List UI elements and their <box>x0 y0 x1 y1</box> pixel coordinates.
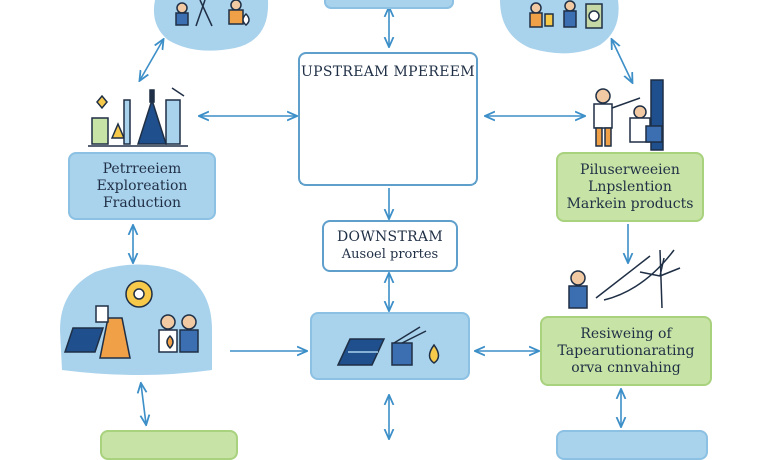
pilusr-line-2: Lnpslention <box>588 178 672 195</box>
upstream-card[interactable]: UPSTREAM MPEREEM <box>298 52 478 186</box>
arrow-top-left <box>140 40 163 80</box>
arrow-top-right <box>612 40 632 82</box>
engineer-icon <box>158 314 199 353</box>
factory-icon <box>95 305 131 359</box>
upstream-title: UPSTREAM MPEREEM <box>301 64 475 80</box>
workers-machine-icon <box>529 0 603 29</box>
petroleum-line-3: Fraduction <box>102 194 182 211</box>
bottom-left-card[interactable] <box>100 430 238 460</box>
worker-figure-icon <box>175 0 250 27</box>
downstream-card[interactable]: DOWNSTRAM Ausoel prortes <box>322 220 458 272</box>
solar-refinery-card[interactable] <box>310 312 470 380</box>
reswieing-line-2: Tapearutionarating <box>557 342 695 359</box>
scientists-icon <box>593 79 664 151</box>
reswieing-card[interactable]: Resiweing of Tapearutionarating orva cnn… <box>540 316 712 386</box>
solar-refinery-icon <box>336 326 440 366</box>
workers-blob-top-right <box>500 0 619 54</box>
pilusr-line-1: Piluserweeien <box>580 161 680 178</box>
gear-icon <box>125 280 153 308</box>
center-top-box <box>324 0 454 9</box>
downstream-sub: Ausoel prortes <box>341 247 439 262</box>
pilusr-card[interactable]: Piluserweeien Lnpslention Markein produc… <box>556 152 704 222</box>
downstream-title: DOWNSTRAM <box>337 229 443 245</box>
petroleum-line-2: Exploreation <box>96 177 188 194</box>
workers-blob-top-left <box>153 0 269 51</box>
solar-workers-blob <box>60 264 212 375</box>
wind-turbine-icon <box>568 249 681 309</box>
connectors <box>133 8 632 438</box>
oil-rig-icon <box>88 87 188 147</box>
bottom-right-card[interactable] <box>556 430 708 460</box>
arrow-bottom-left-v <box>141 384 146 424</box>
pilusr-line-3: Markein products <box>566 195 694 212</box>
petroleum-line-1: Petrreeiem <box>102 160 182 177</box>
reswieing-line-3: orva cnnvahing <box>571 359 681 376</box>
solar-panel-icon <box>63 327 105 353</box>
reswieing-line-1: Resiweing of <box>580 325 672 342</box>
petroleum-card[interactable]: Petrreeiem Exploreation Fraduction <box>68 152 216 220</box>
